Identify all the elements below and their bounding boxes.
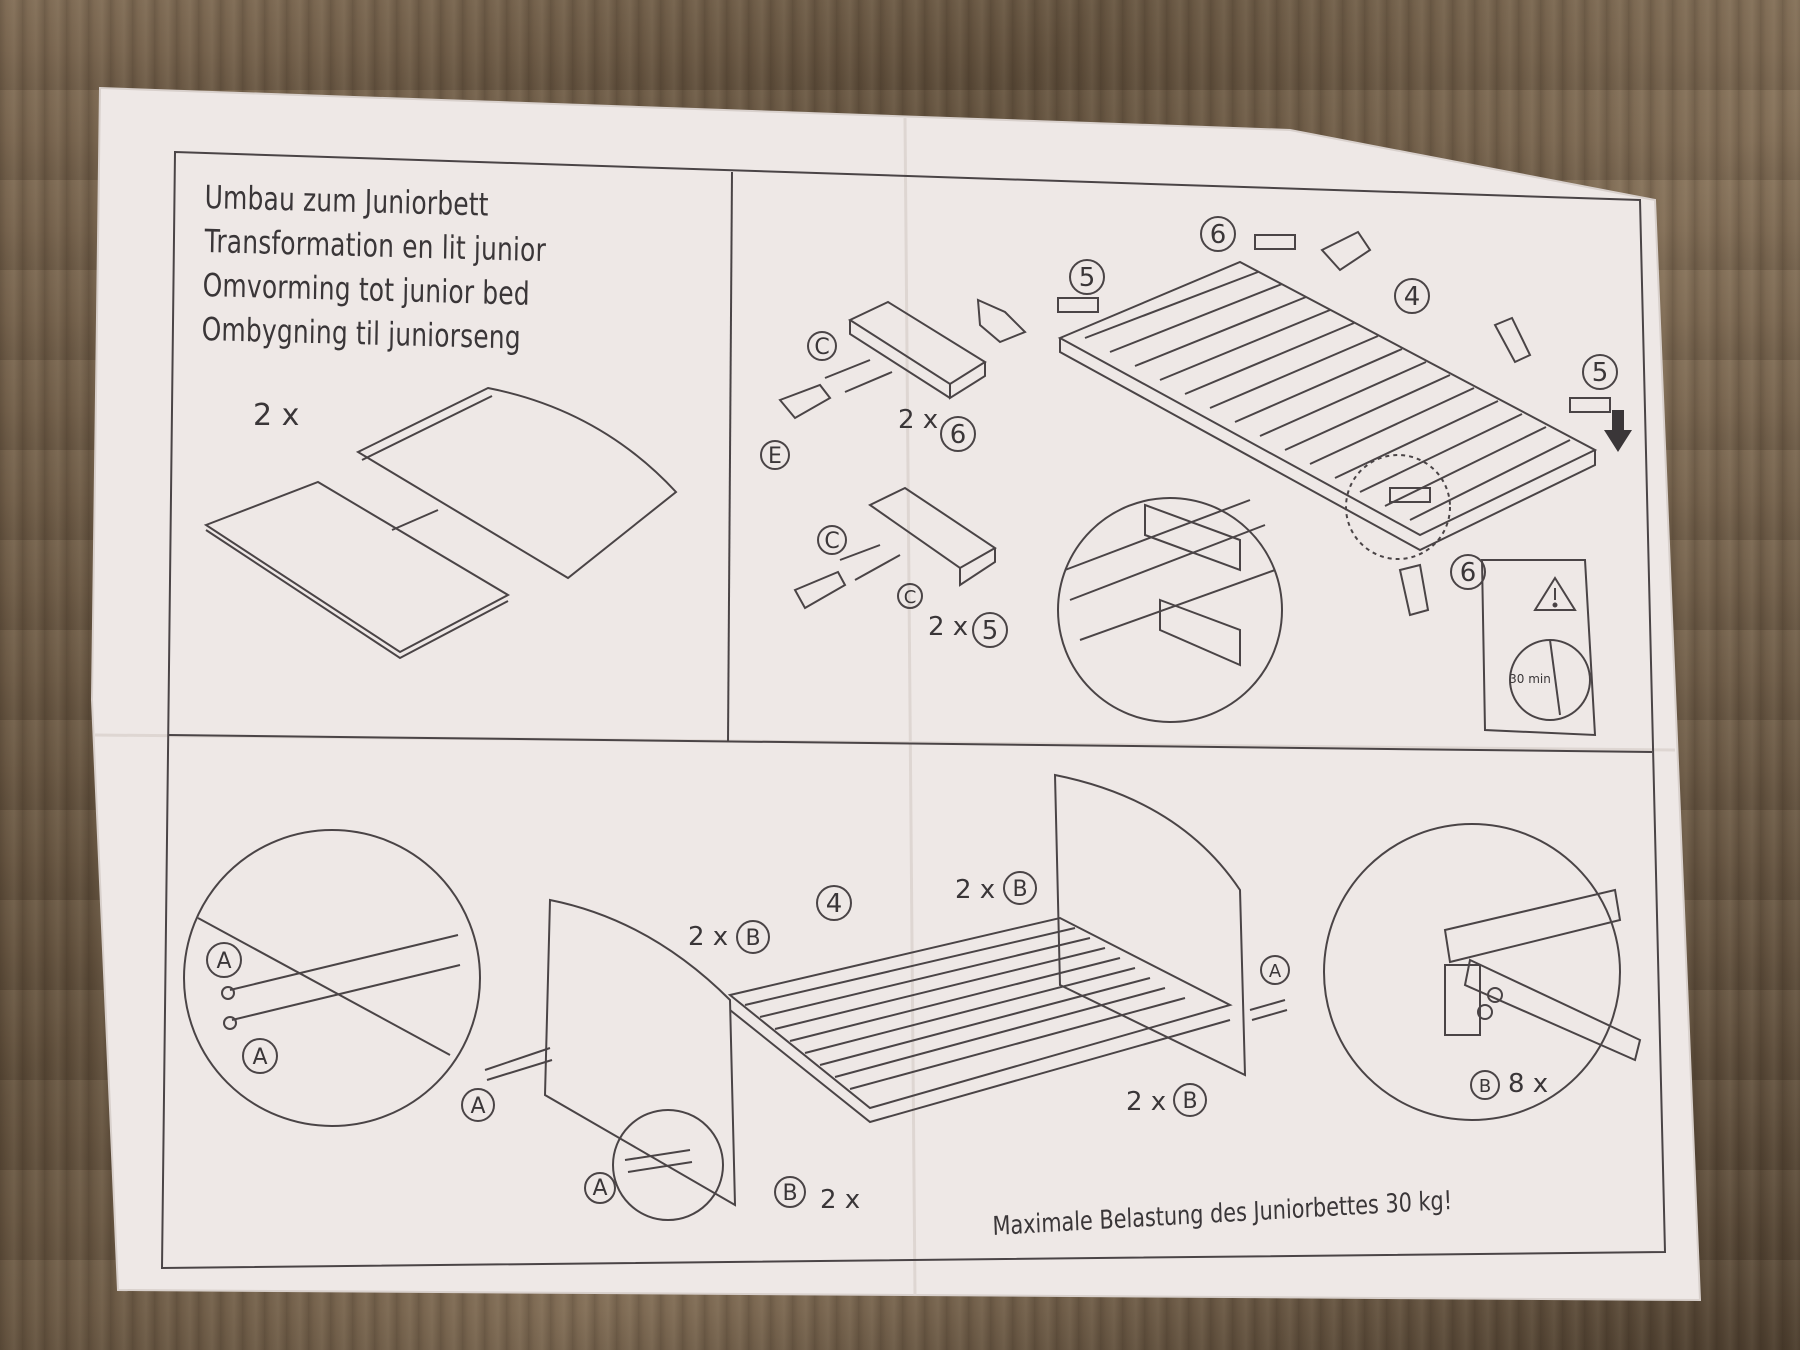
callout-c-2: C [824, 529, 839, 554]
callout-e: E [768, 444, 782, 469]
callout-6-a: 6 [950, 420, 967, 450]
detail-circle-joint [1323, 823, 1621, 1121]
paper-sheet [90, 86, 1702, 1302]
qty-b-bottom: 2 x [820, 1185, 860, 1215]
panel1-board-drawings [203, 386, 678, 660]
detail-circle-bolts [183, 829, 481, 1127]
callout-4-a: 4 [1404, 282, 1421, 312]
callout-a-2: A [252, 1045, 267, 1070]
callout-5-c: 5 [1592, 358, 1609, 388]
callout-6-b: 6 [1210, 220, 1227, 250]
callout-4-b: 4 [826, 889, 843, 919]
callout-b-2: B [1012, 877, 1027, 902]
callout-b-5: B [1479, 1076, 1491, 1097]
panel3-drawings [183, 773, 1642, 1221]
callout-circles [206, 216, 1618, 1208]
detail-circle-slats [1057, 497, 1283, 723]
qty-b-top: 2 x [955, 875, 995, 905]
panel2-drawings [778, 230, 1632, 737]
callout-c-3: C [904, 587, 917, 608]
warning-triangle-icon [1533, 576, 1577, 611]
callout-b-1: B [745, 926, 760, 951]
warning-box [1480, 559, 1597, 737]
arrow-down-icon [1604, 410, 1632, 452]
callout-b-4: B [782, 1181, 797, 1206]
callout-5-a: 5 [982, 616, 999, 646]
outer-frame [160, 150, 1667, 1270]
callout-c-1: C [814, 335, 829, 360]
qty-b-8x: 8 x [1508, 1069, 1548, 1099]
qty-b-left: 2 x [688, 922, 728, 952]
callout-a-3: A [470, 1094, 485, 1119]
panel1-quantity: 2 x [253, 398, 299, 433]
callout-6-c: 6 [1460, 558, 1477, 588]
qty-b-right: 2 x [1126, 1087, 1166, 1117]
qty-part5: 2 x [928, 612, 968, 642]
callout-a-5: A [1269, 961, 1282, 982]
callout-b-3: B [1182, 1089, 1197, 1114]
qty-part6: 2 x [898, 405, 938, 435]
callout-a-4: A [592, 1176, 607, 1201]
callout-a-1: A [216, 949, 231, 974]
divider-horizontal [167, 734, 1653, 753]
warning-time-label: 30 min [1509, 672, 1551, 686]
callout-5-b: 5 [1079, 263, 1096, 293]
divider-vertical [727, 171, 733, 743]
title-de: Umbau zum Juniorbett [204, 178, 489, 224]
